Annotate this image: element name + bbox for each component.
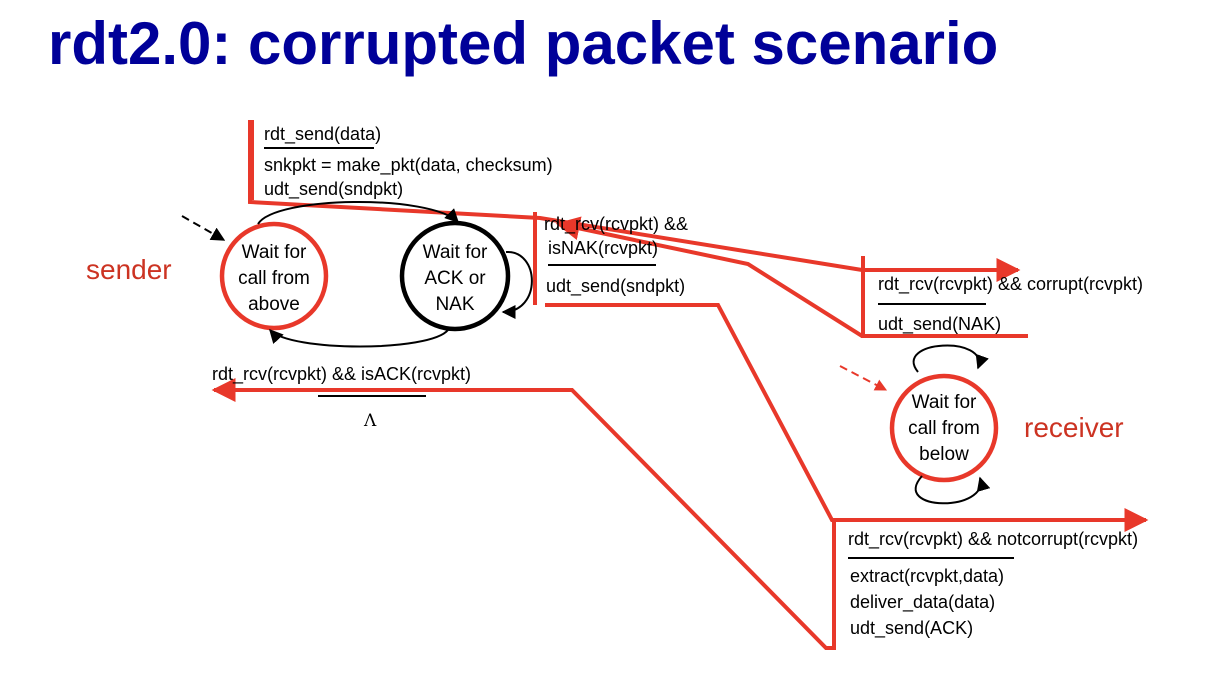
scenario-paths (211, 120, 1149, 650)
label-notcorrupt-action: udt_send(ACK) (850, 618, 973, 639)
state-line: call from (908, 418, 980, 439)
arrow-nak-selfloop (501, 250, 533, 319)
state-sender-wait-call: Wait for call from above (219, 221, 329, 331)
label-nak-event: rdt_rcv(rcvpkt) && (544, 214, 688, 235)
state-line: ACK or (424, 268, 486, 289)
label-nak-action: udt_send(sndpkt) (546, 276, 685, 297)
label-notcorrupt-action: deliver_data(data) (850, 592, 995, 613)
state-line: NAK (435, 294, 474, 315)
arrow-receiver-top-loop (912, 344, 989, 373)
state-line: Wait for (242, 242, 307, 263)
arrow-initial-sender (181, 215, 226, 241)
arrow-receiver-bottom-loop (914, 475, 991, 505)
arrow-initial-receiver (839, 365, 888, 391)
label-notcorrupt-event: rdt_rcv(rcvpkt) && notcorrupt(rcvpkt) (848, 529, 1138, 550)
label-corrupt-action: udt_send(NAK) (878, 314, 1001, 335)
label-nak-event: isNAK(rcvpkt) (548, 238, 658, 258)
label-ack-action: Λ (363, 411, 377, 431)
receiver-label: receiver (1024, 412, 1124, 443)
state-receiver-wait-call: Wait for call from below (889, 373, 999, 483)
arrow-send (257, 201, 459, 225)
state-line: call from (238, 268, 310, 289)
nak-path (567, 224, 1028, 338)
label-ack-event: rdt_rcv(rcvpkt) && isACK(rcvpkt) (212, 364, 471, 385)
label-send-event: rdt_send(data) (264, 124, 381, 145)
state-sender-wait-ack: Wait for ACK or NAK (399, 220, 511, 332)
state-line: Wait for (423, 242, 488, 263)
ack-path (211, 378, 834, 650)
state-line: Wait for (912, 392, 977, 413)
sender-label: sender (86, 254, 172, 285)
nak-arrow (555, 216, 582, 241)
state-line: below (919, 444, 969, 465)
resend-path (545, 303, 1149, 532)
label-notcorrupt-action: extract(rcvpkt,data) (850, 566, 1004, 586)
label-corrupt-event: rdt_rcv(rcvpkt) && corrupt(rcvpkt) (878, 274, 1143, 295)
label-send-action: snkpkt = make_pkt(data, checksum) (264, 155, 553, 176)
fsm-arrows (181, 201, 991, 505)
slide-title: rdt2.0: corrupted packet scenario (48, 10, 999, 77)
label-send-action: udt_send(sndpkt) (264, 179, 403, 200)
state-line: above (248, 294, 300, 315)
arrow-ack-return (269, 328, 449, 348)
